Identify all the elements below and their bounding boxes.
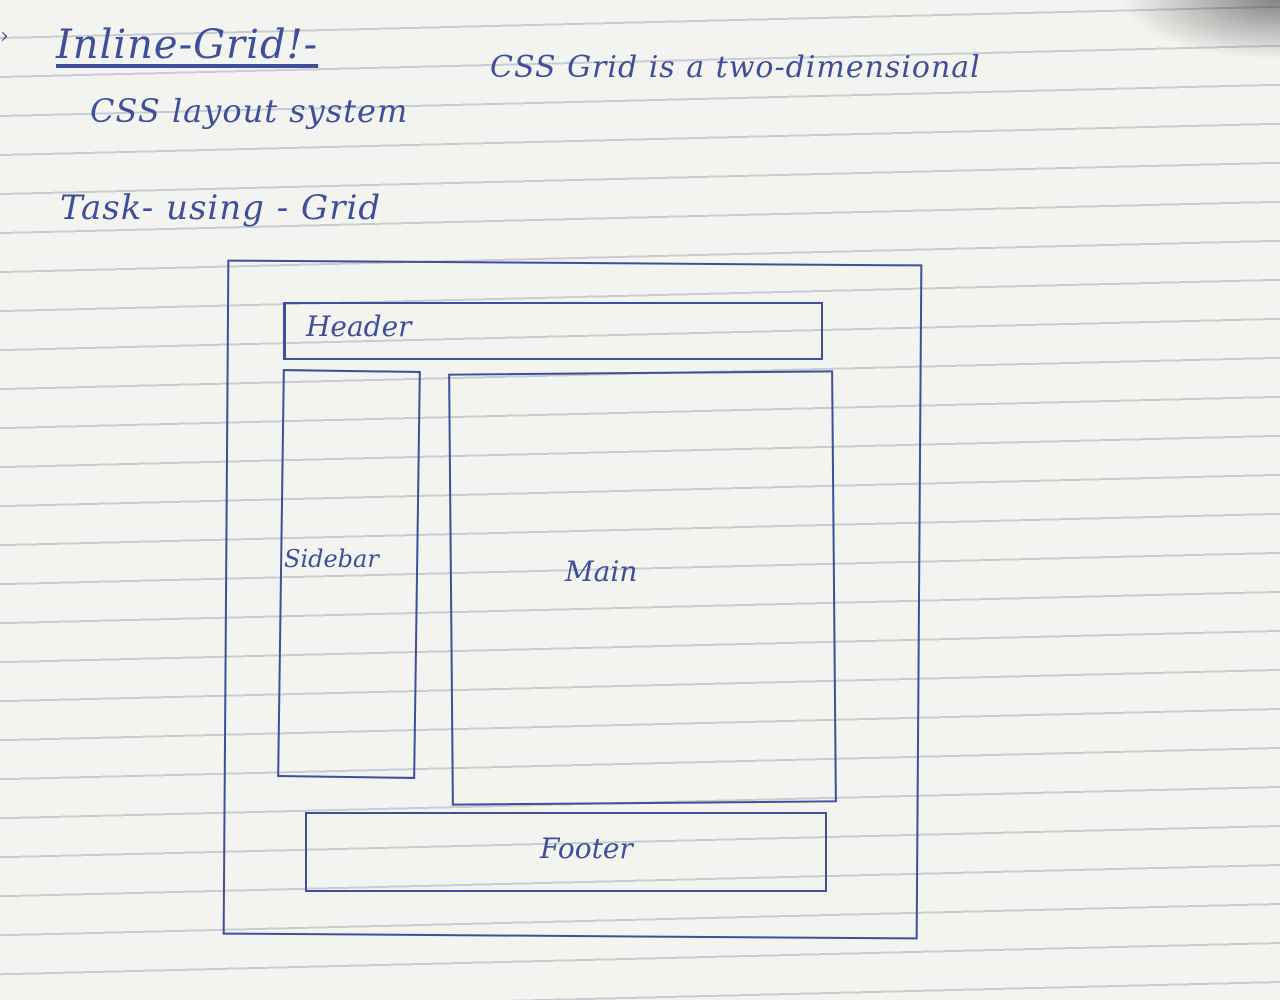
sidebar-label: Sidebar — [284, 545, 379, 573]
note-title: Inline-Grid!- — [56, 22, 319, 68]
footer-box — [305, 812, 827, 892]
main-box — [448, 370, 837, 806]
margin-arrow-icon: › — [0, 24, 9, 49]
corner-shadow — [1120, 0, 1280, 60]
header-box — [283, 302, 823, 360]
definition-line-1: CSS Grid is a two-dimensional — [490, 50, 981, 85]
task-heading: Task- using - Grid — [60, 188, 382, 228]
sidebar-box — [277, 369, 421, 779]
header-label: Header — [306, 310, 412, 343]
footer-label: Footer — [540, 832, 633, 865]
main-label: Main — [565, 555, 638, 588]
definition-line-2: CSS layout system — [90, 92, 409, 130]
